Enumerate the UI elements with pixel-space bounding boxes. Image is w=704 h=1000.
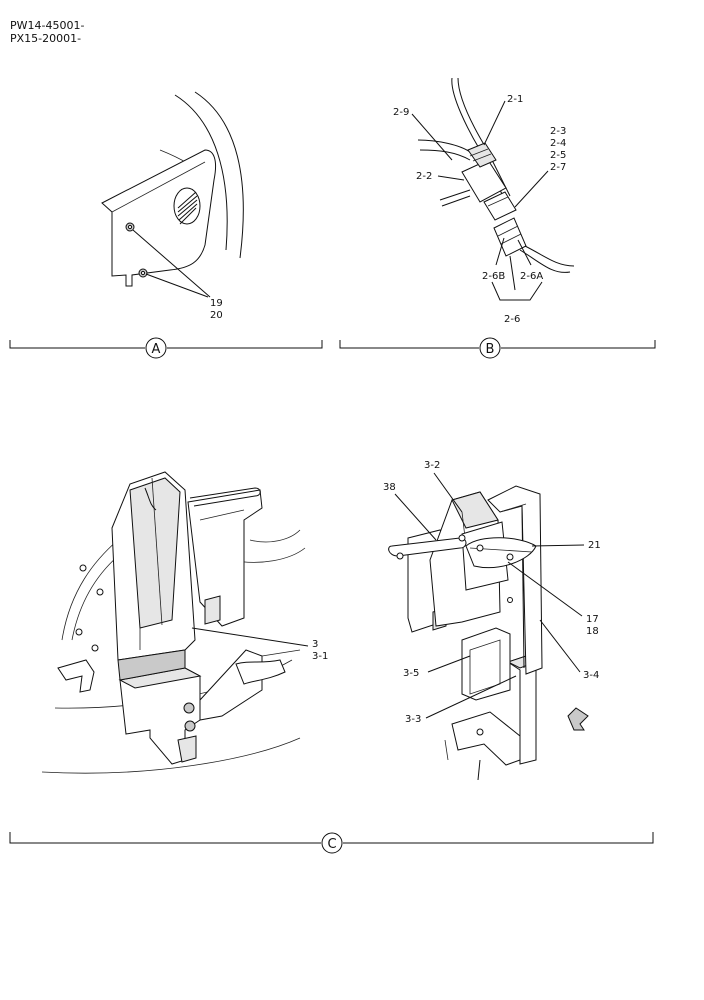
callout-2-5: 2-5: [550, 150, 566, 161]
bolt-upper: [125, 222, 135, 232]
svg-text:C: C: [327, 837, 336, 852]
model-code-line-2: PX15-20001-: [10, 32, 81, 45]
callout-2-4: 2-4: [550, 138, 566, 149]
view-b-drawing: [411, 77, 575, 301]
view-a-marker: A: [145, 337, 167, 359]
callout-2-2: 2-2: [416, 171, 432, 182]
callout-2-6: 2-6: [504, 314, 520, 325]
view-c-left-drawing: [41, 471, 309, 774]
callout-18: 18: [586, 626, 599, 637]
callout-3-2: 3-2: [424, 460, 440, 471]
callout-2-6b: 2-6B: [482, 271, 505, 282]
callout-17: 17: [586, 614, 599, 625]
view-a-drawing: [101, 91, 244, 298]
callout-2-3: 2-3: [550, 126, 566, 137]
callout-3-5: 3-5: [403, 668, 419, 679]
speaker-grille: [173, 187, 201, 225]
callout-3-3: 3-3: [405, 714, 421, 725]
model-code-line-1: PW14-45001-: [10, 19, 84, 32]
callout-2-1: 2-1: [507, 94, 523, 105]
callout-38: 38: [383, 482, 396, 493]
svg-text:B: B: [486, 342, 495, 357]
callout-3: 3: [312, 639, 318, 650]
view-c-bracket: [9, 832, 654, 844]
front-direction-arrow: [567, 707, 589, 731]
callout-2-7: 2-7: [550, 162, 566, 173]
view-b-bracket: [339, 340, 656, 349]
view-a-bracket: [9, 340, 323, 349]
bolt-lower: [138, 268, 148, 278]
callout-19: 19: [210, 298, 223, 309]
callout-20: 20: [210, 310, 223, 321]
callout-2-9: 2-9: [393, 107, 409, 118]
svg-text:A: A: [152, 342, 161, 357]
view-c-marker: C: [321, 832, 343, 854]
callout-2-6a: 2-6A: [520, 271, 543, 282]
view-b-marker: B: [479, 337, 501, 359]
callout-21: 21: [588, 540, 601, 551]
callout-3-1: 3-1: [312, 651, 328, 662]
callout-3-4: 3-4: [583, 670, 599, 681]
view-c-right-drawing: [388, 472, 589, 781]
